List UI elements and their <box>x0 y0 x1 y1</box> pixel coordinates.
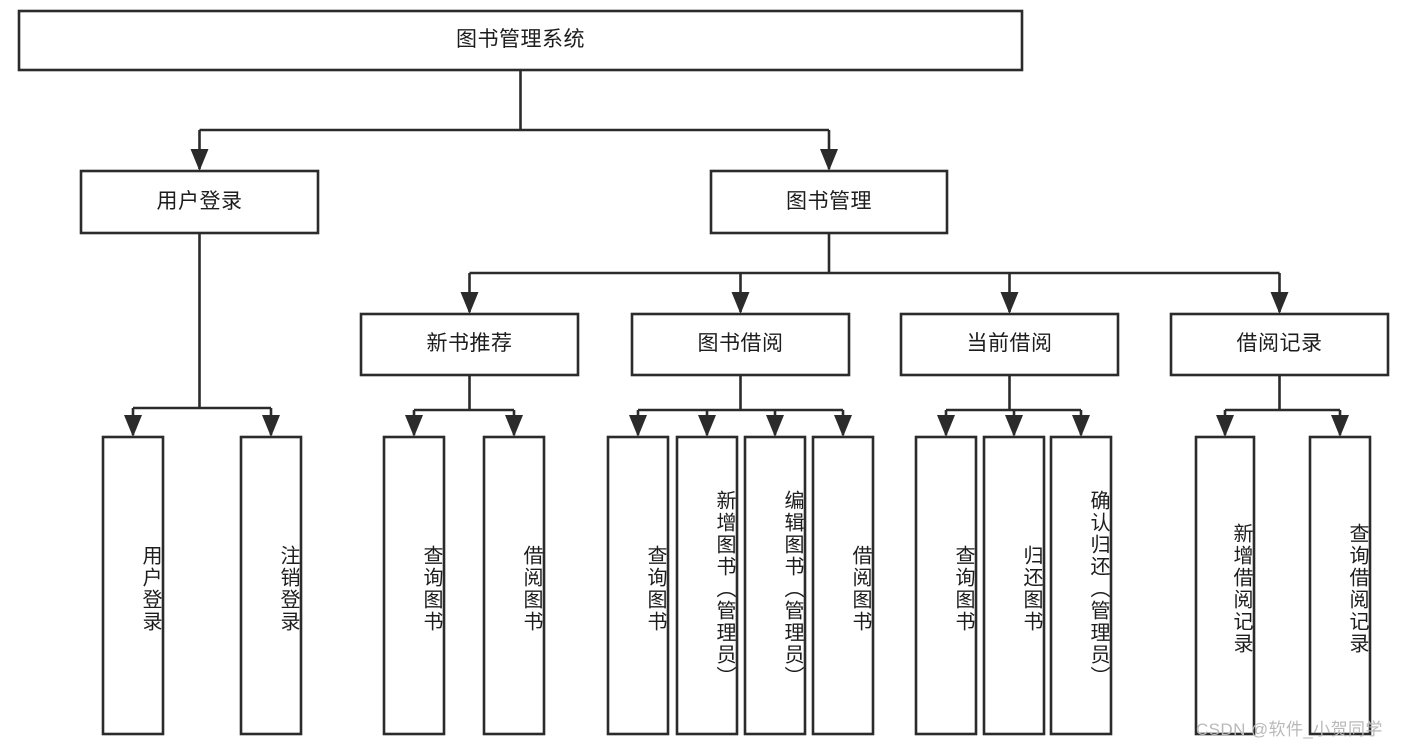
node-box-root[interactable] <box>17 9 1024 72</box>
node-box-leaf-add-record[interactable] <box>1194 435 1256 736</box>
arrow-head-leaf-add-book <box>698 415 716 437</box>
box-layer <box>17 9 1390 736</box>
arrow-head-leaf-borrow-book-1 <box>505 415 523 437</box>
node-box-leaf-edit-book[interactable] <box>743 435 807 736</box>
node-box-new-book-recommend[interactable] <box>359 312 580 377</box>
watermark: CSDN @软件_小贺同学 <box>1196 720 1383 739</box>
node-box-leaf-borrow-book-2[interactable] <box>811 435 875 736</box>
node-box-leaf-query-record[interactable] <box>1308 435 1372 736</box>
arrow-head-leaf-add-record <box>1216 415 1234 437</box>
node-box-leaf-return-book[interactable] <box>982 435 1046 736</box>
node-box-leaf-logout[interactable] <box>239 435 303 736</box>
node-box-leaf-query-book-2[interactable] <box>606 435 670 736</box>
node-box-leaf-confirm-return[interactable] <box>1049 435 1113 736</box>
arrow-head-leaf-confirm-return <box>1072 415 1090 437</box>
node-box-leaf-borrow-book-1[interactable] <box>482 435 546 736</box>
arrow-head-current-borrow <box>1000 292 1019 314</box>
connector-layer <box>124 70 1349 437</box>
node-box-leaf-user-login[interactable] <box>101 435 165 736</box>
arrow-head-borrow-record <box>1270 292 1289 314</box>
node-box-current-borrow[interactable] <box>899 312 1120 377</box>
arrow-head-new-book-recommend <box>460 292 479 314</box>
arrow-head-user-login <box>190 149 209 171</box>
arrow-head-leaf-query-book-3 <box>937 415 955 437</box>
arrow-head-leaf-query-record <box>1331 415 1349 437</box>
node-box-leaf-query-book-3[interactable] <box>914 435 978 736</box>
arrow-head-leaf-borrow-book-2 <box>834 415 852 437</box>
node-box-user-login[interactable] <box>79 169 320 235</box>
arrow-head-leaf-edit-book <box>766 415 784 437</box>
arrow-head-leaf-user-login <box>124 415 142 437</box>
node-box-book-borrow[interactable] <box>630 312 851 377</box>
arrow-head-book-borrow <box>731 292 750 314</box>
arrow-head-leaf-query-book-2 <box>629 415 647 437</box>
node-box-borrow-record[interactable] <box>1169 312 1390 377</box>
arrow-head-leaf-query-book-1 <box>405 415 423 437</box>
arrow-head-leaf-logout <box>262 415 280 437</box>
node-box-leaf-add-book[interactable] <box>675 435 739 736</box>
arrow-head-book-management <box>820 149 838 171</box>
arrow-head-leaf-return-book <box>1005 415 1023 437</box>
node-box-book-management[interactable] <box>709 169 949 235</box>
node-box-leaf-query-book-1[interactable] <box>382 435 446 736</box>
